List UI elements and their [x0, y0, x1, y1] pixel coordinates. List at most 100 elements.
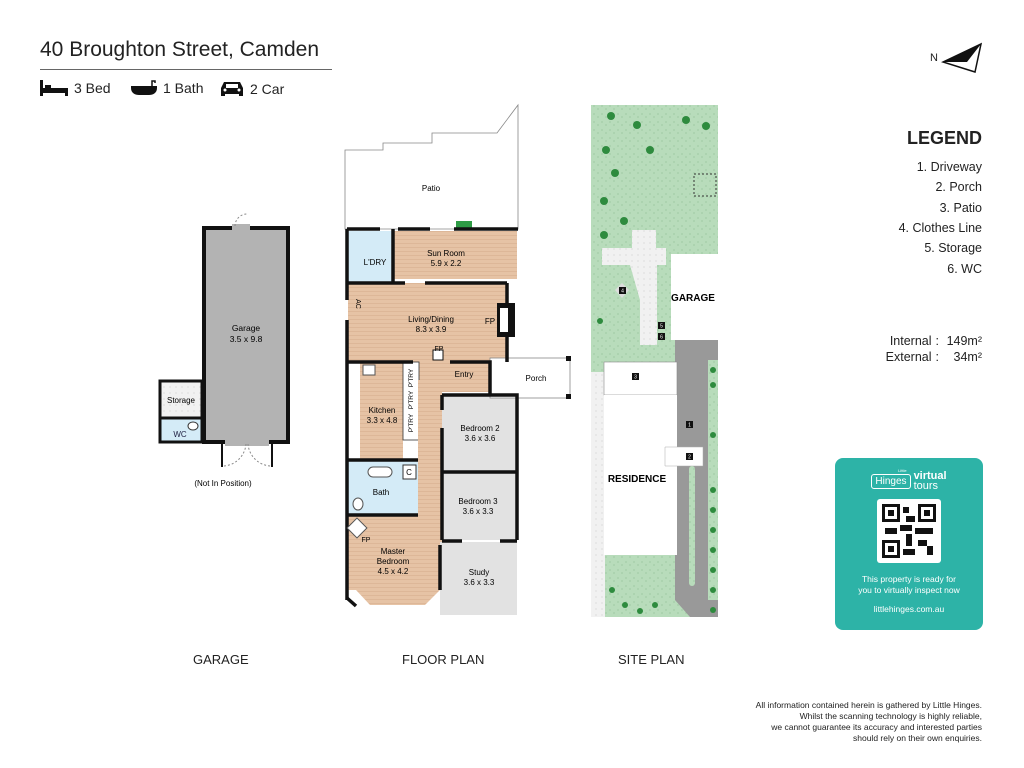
disclaimer-line: All information contained herein is gath… [755, 700, 982, 710]
laundry-label: L'DRY [364, 258, 387, 267]
vt-line-2: you to virtually inspect now [858, 585, 960, 595]
site-marker-clothes-line: 4 [621, 289, 624, 295]
storage-room [158, 379, 204, 420]
disclaimer-line: we cannot guarantee its accuracy and int… [771, 722, 982, 732]
floor-plan [344, 103, 571, 615]
study-label: Study [469, 568, 489, 577]
site-garage [671, 254, 718, 340]
logo-tours: tours [913, 480, 939, 492]
master-bedroom-label: Master [381, 547, 406, 556]
master-bedroom-dim: 4.5 x 4.2 [378, 567, 409, 576]
master-bedroom-label-2: Bedroom [377, 557, 410, 566]
external-area-value: 34m² [953, 350, 982, 364]
external-area-label: External [885, 350, 932, 364]
cupboard-label: C [406, 468, 412, 477]
master-bedroom [348, 515, 440, 605]
bedroom-2-dim: 3.6 x 3.6 [465, 434, 496, 443]
fireplace-label: FP [485, 317, 495, 326]
laundry-room [348, 231, 393, 283]
legend-item: 1. Driveway [916, 160, 982, 174]
site-patio [603, 361, 678, 396]
site-marker-porch: 2 [688, 455, 691, 461]
legend-item: 6. WC [947, 262, 982, 276]
driveway [675, 340, 718, 617]
wc-label: WC [173, 430, 187, 439]
fireplace-label: FP [362, 537, 371, 544]
living-dining-room [348, 283, 507, 362]
virtual-tour-card[interactable]: Little Hinges virtual tours This propert… [835, 458, 983, 630]
living-dim: 8.3 x 3.9 [416, 325, 447, 334]
site-plan-label: SITE PLAN [618, 652, 685, 667]
garage-room [202, 226, 290, 444]
feature-cars-label: 2 Car [250, 81, 285, 97]
disclaimer-line: should rely on their own enquiries. [853, 733, 982, 743]
kitchen-label: Kitchen [369, 406, 396, 415]
site-marker-wc: 6 [660, 335, 663, 341]
vt-url-link[interactable]: littlehinges.com.au [873, 604, 945, 614]
planter [456, 221, 472, 228]
bath-icon [131, 80, 157, 95]
not-in-position-note: (Not In Position) [194, 479, 252, 488]
garage-plan-label: GARAGE [193, 652, 249, 667]
bedroom-2-label: Bedroom 2 [460, 424, 500, 433]
sun-room-dim: 5.9 x 2.2 [431, 259, 462, 268]
title-divider [40, 69, 332, 70]
side-path [591, 372, 605, 617]
little-hinges-logo: Little Hinges virtual tours [835, 467, 983, 492]
area-separator: : [935, 334, 939, 348]
logo-small-text: Little [897, 467, 908, 473]
residence [604, 395, 677, 555]
bath-label: Bath [373, 488, 389, 497]
entry-label: Entry [455, 370, 474, 379]
floor-plan-label: FLOOR PLAN [402, 652, 485, 667]
bedroom-3 [442, 473, 517, 540]
backyard-path [602, 230, 666, 345]
feature-baths-label: 1 Bath [163, 80, 204, 96]
internal-area-row: Internal : 149m² [890, 334, 982, 348]
site-porch [664, 446, 704, 467]
site-marker-patio: 3 [634, 375, 637, 381]
porch [489, 357, 571, 399]
site-garage-label: GARAGE [671, 293, 715, 304]
fireplace-label: FP [435, 346, 444, 353]
north-compass: N [930, 42, 983, 74]
feature-cars: 2 Car [220, 80, 284, 98]
porch-label: Porch [526, 374, 547, 383]
disclaimer-line: Whilst the scanning technology is highly… [799, 711, 982, 721]
qr-code-icon [882, 504, 936, 558]
storage-label: Storage [167, 396, 196, 405]
legend-title: LEGEND [906, 128, 982, 148]
garage-room-dim: 3.5 x 9.8 [230, 334, 263, 344]
garage-room-label: Garage [232, 323, 261, 333]
internal-area-value: 149m² [946, 334, 982, 348]
sun-room [393, 231, 517, 279]
feature-baths: 1 Bath [131, 80, 203, 96]
garage-plan [158, 213, 290, 467]
patio-label: Patio [422, 184, 441, 193]
site-marker-driveway: 1 [688, 423, 691, 429]
pantry-label: P'TRY [408, 390, 415, 409]
bedroom-2 [442, 395, 517, 471]
pantry-label: P'TRY [408, 413, 415, 432]
legend-item: 5. Storage [924, 241, 982, 255]
feature-beds-label: 3 Bed [74, 80, 111, 96]
area-separator: : [935, 350, 939, 364]
disclaimer: All information contained herein is gath… [682, 700, 982, 744]
site-plan [591, 105, 718, 617]
external-area-row: External : 34m² [886, 350, 982, 364]
patio-area [344, 103, 519, 230]
feature-beds: 3 Bed [40, 80, 111, 96]
bedroom-3-label: Bedroom 3 [458, 497, 498, 506]
study [440, 542, 517, 615]
north-arrow-icon [940, 42, 983, 73]
ac-label: AC [354, 299, 361, 309]
logo-brand: Hinges [875, 475, 907, 487]
study-dim: 3.6 x 3.3 [464, 578, 495, 587]
site-marker-storage: 5 [660, 324, 663, 330]
bed-icon [40, 80, 68, 96]
qr-code[interactable] [877, 499, 941, 563]
pantry-label: P'TRY [408, 368, 415, 387]
vt-line-1: This property is ready for [861, 574, 956, 584]
kitchen-dim: 3.3 x 4.8 [367, 416, 398, 425]
